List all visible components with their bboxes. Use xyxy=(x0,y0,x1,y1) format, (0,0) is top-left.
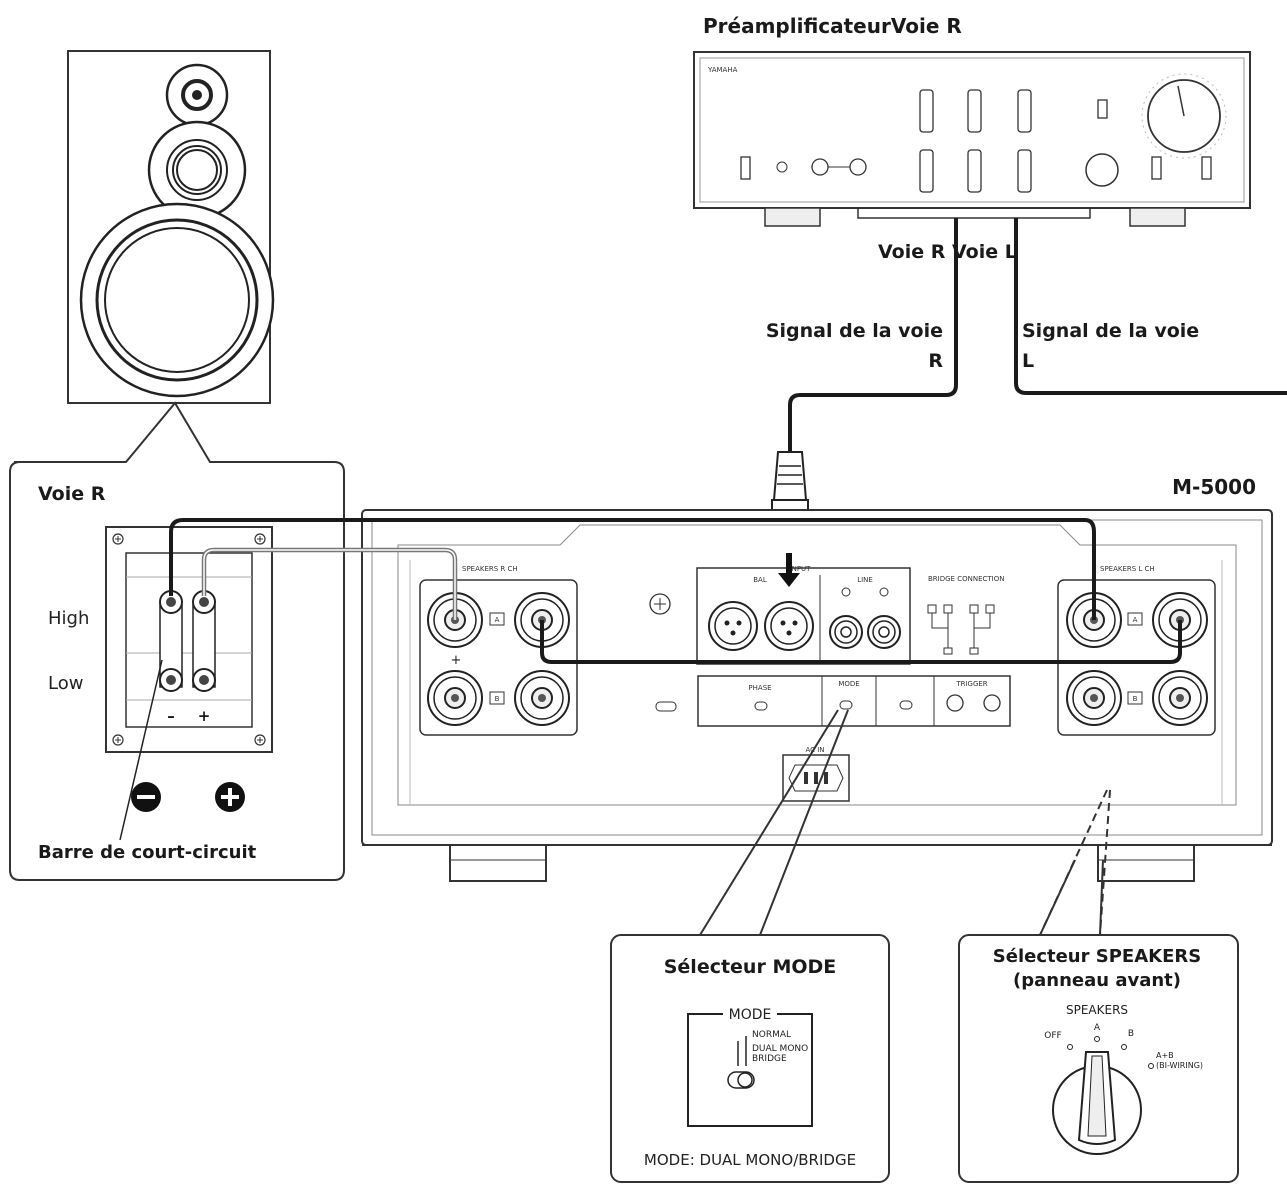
speakers-box-subtitle: (panneau avant) xyxy=(1013,970,1181,991)
signal-r-line2: R xyxy=(928,350,943,372)
preamp-title: PréamplificateurVoie R xyxy=(703,14,962,38)
rear-trigger-label: TRIGGER xyxy=(955,680,987,688)
shorting-bar-label: Barre de court-circuit xyxy=(38,842,257,863)
bridge-wire xyxy=(540,620,1182,664)
speaker-wire-minus xyxy=(169,518,1096,620)
speakers-panel-label: SPEAKERS xyxy=(1066,1003,1128,1017)
signal-l-line2: L xyxy=(1022,350,1034,372)
mode-opt-normal: NORMAL xyxy=(752,1030,791,1040)
mode-panel-label: MODE xyxy=(729,1007,772,1023)
mode-switch-panel: MODE NORMAL DUAL MONO BRIDGE xyxy=(687,1006,813,1127)
rear-plus-r: + xyxy=(451,653,462,668)
insert-arrow-icon xyxy=(778,553,800,587)
speakers-switch-panel: SPEAKERS OFF A B A+B (BI-WIRING) xyxy=(1044,1003,1203,1155)
power-amplifier-rear: SPEAKERS R CH A B + SPEAKERS L CH A B IN… xyxy=(361,509,1273,882)
amp-model: M-5000 xyxy=(1172,475,1256,499)
speaker-box-title: Voie R xyxy=(38,483,106,505)
shorting-bar-leader xyxy=(119,659,163,841)
mode-callout-leader xyxy=(699,709,849,936)
speakers-opt-off: OFF xyxy=(1044,1031,1061,1041)
rear-spk-l-label: SPEAKERS L CH xyxy=(1100,565,1155,573)
speaker-wire-plus-inner xyxy=(203,549,456,620)
plus-polarity-icon xyxy=(215,782,245,812)
speaker-plus-label: + xyxy=(198,707,211,725)
mode-opt-dual: DUAL MONO xyxy=(752,1044,808,1054)
rear-term-a-l: A xyxy=(1133,616,1138,624)
speaker-high-label: High xyxy=(48,608,89,629)
speakers-opt-biwiring: (BI-WIRING) xyxy=(1156,1061,1203,1070)
mode-caption: MODE: DUAL MONO/BRIDGE xyxy=(644,1151,856,1169)
rear-term-b-r: B xyxy=(495,695,500,703)
speakers-box-title: Sélecteur SPEAKERS xyxy=(993,946,1201,967)
speaker-minus-label: – xyxy=(167,707,175,725)
rear-mode-label: MODE xyxy=(838,680,859,688)
minus-polarity-icon xyxy=(131,782,161,812)
rear-bal-label: BAL xyxy=(753,576,767,584)
rear-ac-label: AC IN xyxy=(805,746,824,754)
speaker-low-label: Low xyxy=(48,673,83,694)
rear-line-label: LINE xyxy=(857,576,873,584)
rear-spk-r-label: SPEAKERS R CH xyxy=(462,565,518,573)
speakers-opt-ab: A+B xyxy=(1156,1051,1174,1060)
preamplifier: YAMAHA xyxy=(693,51,1251,227)
preamp-brand: YAMAHA xyxy=(707,66,738,74)
rear-term-a-r: A xyxy=(495,616,500,624)
speakers-opt-b: B xyxy=(1128,1029,1134,1039)
cable-r-channel xyxy=(788,218,958,455)
rear-phase-label: PHASE xyxy=(748,684,771,692)
rear-bridge-label: BRIDGE CONNECTION xyxy=(928,575,1004,583)
mode-box-title: Sélecteur MODE xyxy=(664,956,837,978)
rear-term-b-l: B xyxy=(1133,695,1138,703)
loudspeaker xyxy=(67,50,275,404)
cable-l-channel xyxy=(1014,218,1287,395)
rear-input-label: INPUT xyxy=(790,565,812,573)
speakers-opt-a: A xyxy=(1094,1023,1101,1033)
speaker-terminal-plate xyxy=(105,526,273,753)
mode-opt-bridge: BRIDGE xyxy=(752,1054,787,1064)
signal-r-line1: Signal de la voie xyxy=(766,320,943,342)
signal-l-line1: Signal de la voie xyxy=(1022,320,1199,342)
preamp-output-labels: Voie R Voie L xyxy=(878,241,1017,263)
